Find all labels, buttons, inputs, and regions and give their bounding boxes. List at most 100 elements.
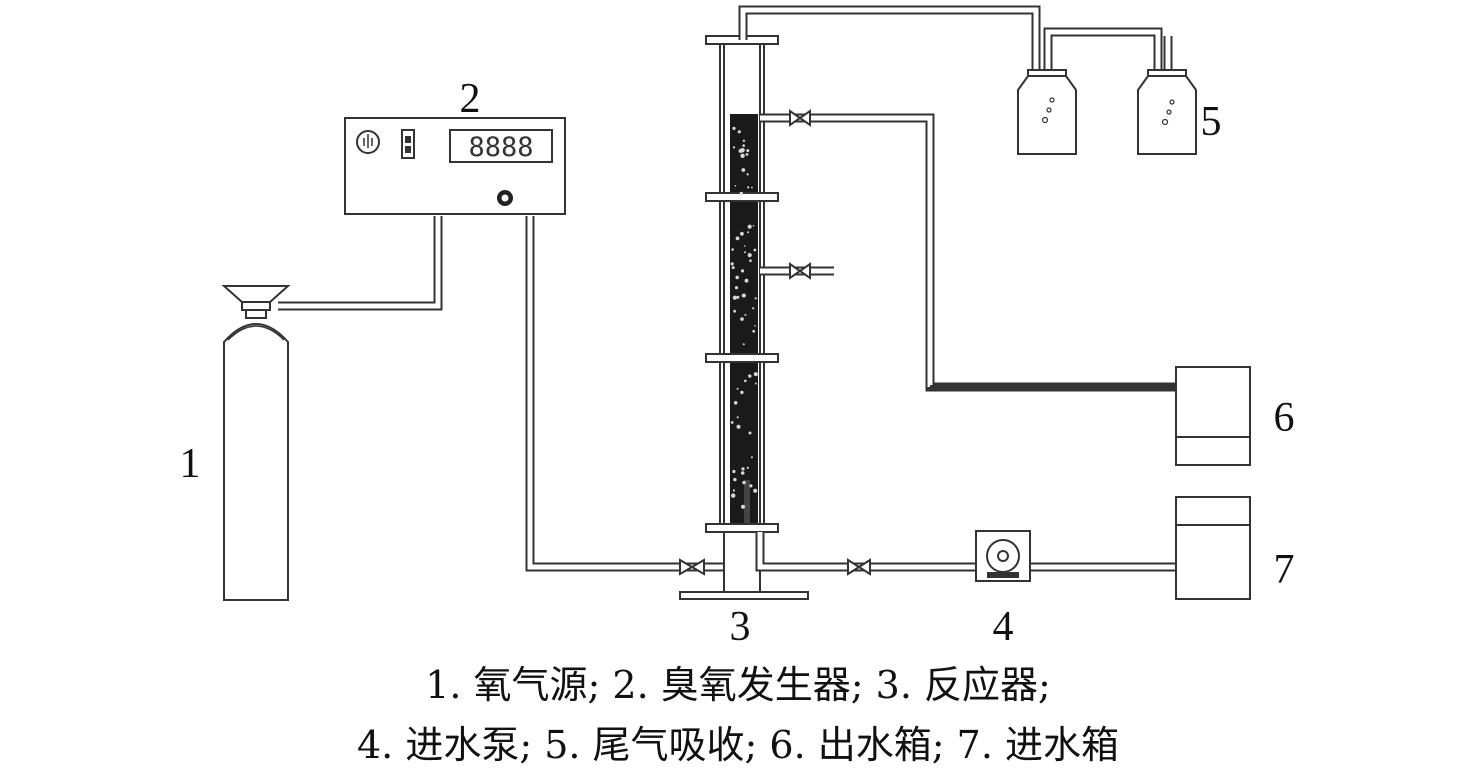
bubble bbox=[745, 153, 749, 156]
bubble bbox=[740, 231, 744, 236]
outlet-tank bbox=[1175, 366, 1251, 466]
ozone-feed-pipe bbox=[525, 216, 749, 576]
bubble bbox=[730, 262, 734, 266]
bubble bbox=[744, 379, 747, 383]
label-ozone-generator: 2 bbox=[460, 76, 481, 122]
inlet-tank bbox=[1175, 496, 1251, 600]
bubble bbox=[740, 317, 744, 321]
effluent-valve bbox=[789, 109, 811, 127]
bubble bbox=[754, 325, 756, 327]
bubble bbox=[746, 466, 749, 469]
bubble bbox=[748, 431, 752, 435]
bubble bbox=[747, 186, 750, 189]
ozone-generator: 8888 bbox=[344, 117, 566, 215]
bubble bbox=[754, 297, 757, 300]
bubble bbox=[741, 467, 745, 471]
bubble bbox=[731, 248, 734, 251]
media-bubbles bbox=[730, 126, 758, 509]
influent-pipe bbox=[755, 532, 1176, 576]
bubble bbox=[742, 480, 746, 485]
label-exhaust-absorption: 5 bbox=[1201, 99, 1222, 145]
bubble bbox=[753, 488, 758, 493]
bubble bbox=[753, 372, 758, 377]
label-outlet-tank: 6 bbox=[1274, 395, 1295, 441]
bubble bbox=[736, 387, 739, 390]
bubble bbox=[732, 469, 736, 474]
bubble bbox=[732, 295, 738, 300]
influent-valve bbox=[847, 558, 871, 576]
effluent-pipe bbox=[760, 109, 1176, 392]
bubble bbox=[736, 295, 740, 299]
bubble bbox=[735, 236, 740, 241]
bubble bbox=[731, 266, 735, 270]
bubble bbox=[749, 484, 753, 488]
bubble bbox=[730, 421, 734, 424]
exhaust-absorption-bottles bbox=[1017, 69, 1197, 155]
bubble bbox=[752, 225, 755, 227]
bubble bbox=[733, 401, 738, 405]
bubble bbox=[754, 382, 757, 385]
flow-meter-icon bbox=[401, 129, 415, 159]
bubble bbox=[740, 471, 745, 475]
bubble bbox=[735, 275, 739, 280]
output-knob-icon bbox=[497, 190, 513, 206]
bubble bbox=[740, 148, 745, 153]
bubble bbox=[732, 489, 736, 492]
bubble bbox=[741, 294, 744, 297]
bubble bbox=[740, 269, 745, 273]
bubble bbox=[734, 286, 739, 290]
bubble bbox=[748, 374, 751, 377]
bubble bbox=[733, 309, 736, 313]
bubble bbox=[751, 186, 753, 189]
bubble bbox=[736, 424, 741, 429]
bubble bbox=[747, 231, 750, 234]
bubble bbox=[741, 504, 745, 509]
bubble bbox=[736, 416, 739, 419]
bubble bbox=[742, 139, 746, 142]
bubble bbox=[732, 126, 736, 130]
reactor-column bbox=[679, 35, 834, 600]
bubble bbox=[746, 149, 750, 153]
bubble bbox=[743, 245, 746, 247]
bubble bbox=[733, 477, 737, 482]
bubble bbox=[752, 329, 756, 333]
bubble bbox=[752, 307, 755, 310]
bubble bbox=[744, 251, 747, 254]
bubble bbox=[750, 456, 753, 459]
bubble bbox=[732, 146, 736, 149]
display-digits: 8888 bbox=[468, 132, 533, 163]
label-inlet-tank: 7 bbox=[1274, 547, 1295, 593]
label-inlet-pump: 4 bbox=[993, 604, 1014, 650]
inlet-pump bbox=[975, 530, 1031, 582]
bubble bbox=[742, 144, 745, 147]
bubble bbox=[744, 313, 747, 316]
bubble bbox=[746, 173, 749, 176]
bubble bbox=[749, 259, 752, 263]
label-reactor: 3 bbox=[730, 604, 751, 650]
caption-line-2: 4. 进水泵; 5. 尾气吸收; 6. 出水箱; 7. 进水箱 bbox=[357, 723, 1119, 767]
bubble bbox=[740, 153, 745, 158]
bubble bbox=[747, 224, 752, 229]
gas-inlet-valve bbox=[679, 558, 705, 576]
bubble bbox=[734, 185, 737, 187]
absorption-bottle-1 bbox=[1017, 69, 1077, 155]
bubble bbox=[737, 130, 741, 134]
power-switch-icon bbox=[356, 130, 380, 154]
oxygen-feed-pipe bbox=[278, 216, 443, 311]
bubble bbox=[739, 191, 743, 196]
caption-line-1: 1. 氧气源; 2. 臭氧发生器; 3. 反应器; bbox=[425, 663, 1051, 707]
label-oxygen-source: 1 bbox=[180, 441, 201, 487]
bubble bbox=[753, 248, 757, 252]
bubble bbox=[744, 278, 749, 283]
bubble bbox=[747, 253, 752, 258]
bubble bbox=[731, 493, 736, 498]
sampling-port bbox=[760, 262, 834, 280]
exhaust-gas-pipe bbox=[738, 5, 1173, 124]
absorption-bottle-2 bbox=[1137, 69, 1197, 155]
oxygen-cylinder bbox=[221, 285, 291, 601]
bubble bbox=[740, 390, 744, 395]
digital-display: 8888 bbox=[449, 129, 553, 163]
bubble bbox=[742, 343, 745, 346]
bubble bbox=[741, 168, 746, 172]
